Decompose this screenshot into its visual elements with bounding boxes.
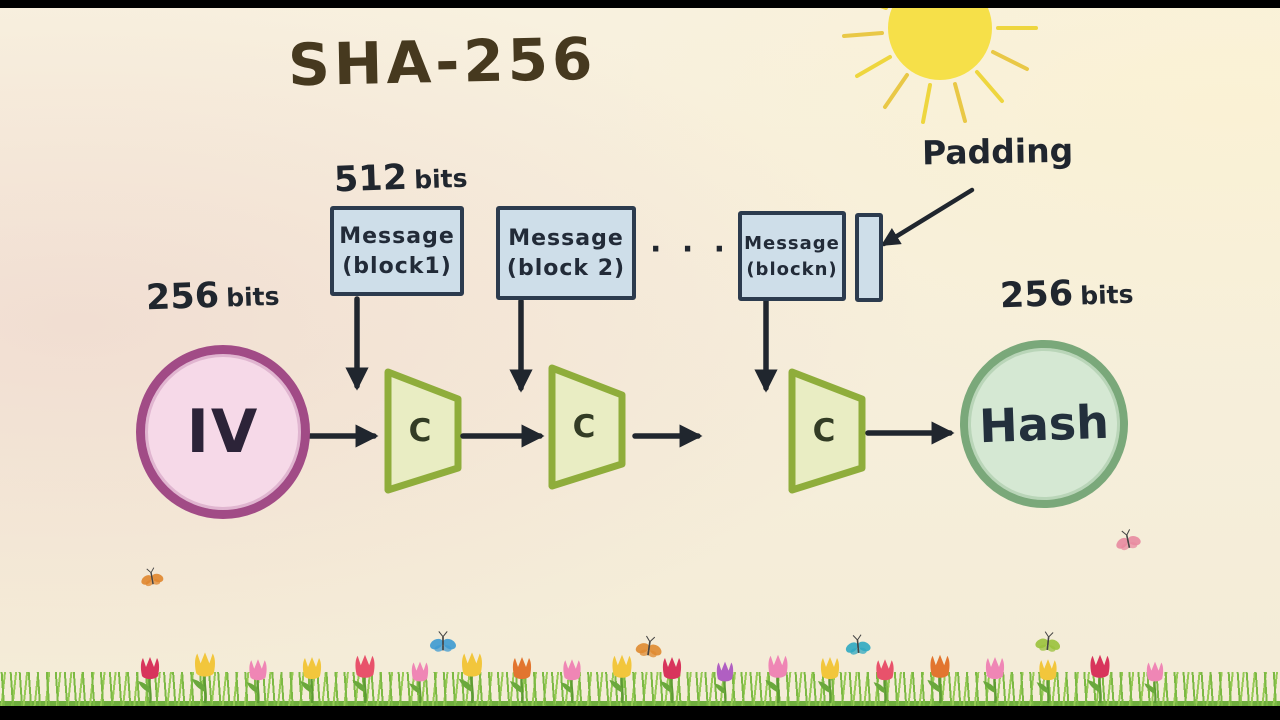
- padding-strip-box: [855, 213, 883, 302]
- tulip-flower-icon: [508, 655, 533, 705]
- input-bits-number: 256: [145, 275, 220, 319]
- tulip-flower-icon: [816, 655, 841, 705]
- tulip-flower-icon: [1035, 658, 1058, 705]
- tulip-flower-icon: [457, 651, 484, 705]
- output-bits-number: 256: [999, 273, 1074, 317]
- arrow-padding-pointer: [880, 187, 975, 247]
- compression-label-1: C: [408, 413, 432, 449]
- letterbox-top: [0, 0, 1280, 8]
- letterbox-bottom: [0, 706, 1280, 720]
- tulip-flower-icon: [298, 655, 323, 705]
- butterfly-icon: [1032, 629, 1064, 655]
- page-title: SHA-256: [287, 24, 598, 100]
- hash-label: Hash: [978, 394, 1110, 454]
- message-block-n-line2: (blockn): [746, 258, 838, 280]
- tulip-flower-icon: [764, 653, 789, 705]
- message-block-2-line2: (block 2): [506, 255, 626, 281]
- tulip-flower-icon: [1086, 653, 1111, 705]
- tulip-flower-icon: [713, 660, 735, 705]
- message-block-n: Message (blockn): [738, 211, 846, 301]
- compression-trapezoid-2: [548, 364, 626, 490]
- butterfly-icon: [1111, 526, 1145, 554]
- block-bits-unit: bits: [413, 163, 468, 195]
- tulip-flower-icon: [190, 651, 217, 705]
- flower-row: [136, 651, 1165, 705]
- message-block-1: Message (block1): [330, 206, 464, 296]
- iv-label: IV: [186, 397, 260, 467]
- tulip-flower-icon: [926, 653, 951, 705]
- grass-strip: [0, 672, 1280, 706]
- butterfly-icon: [137, 565, 167, 590]
- message-block-1-line2: (block1): [342, 253, 452, 279]
- compression-label-2: C: [572, 409, 596, 445]
- tulip-flower-icon: [981, 655, 1006, 705]
- message-block-1-line1: Message: [339, 223, 455, 249]
- iv-node: IV: [136, 345, 310, 519]
- tulip-flower-icon: [245, 658, 268, 705]
- message-block-n-line1: Message: [744, 232, 840, 254]
- message-block-2: Message (block 2): [496, 206, 636, 300]
- compression-trapezoid-3: [788, 368, 866, 494]
- butterfly-icon: [427, 630, 459, 654]
- sun-icon: [842, 0, 1038, 124]
- input-bits-unit: bits: [225, 281, 280, 313]
- butterfly-icon: [842, 633, 874, 658]
- padding-label: Padding: [921, 130, 1074, 173]
- output-bits-unit: bits: [1079, 279, 1134, 311]
- tulip-flower-icon: [872, 658, 895, 705]
- tulip-flower-icon: [1143, 660, 1165, 705]
- tulip-flower-icon: [351, 653, 376, 705]
- butterfly-icon: [632, 633, 667, 661]
- message-block-2-line1: Message: [508, 225, 624, 251]
- tulip-flower-icon: [658, 655, 683, 705]
- tulip-flower-icon: [559, 658, 582, 705]
- tulip-flower-icon: [136, 655, 161, 705]
- block-bits-number: 512: [333, 157, 408, 201]
- compression-label-3: C: [812, 413, 836, 449]
- tulip-flower-icon: [408, 660, 430, 705]
- compression-trapezoid-1: [384, 368, 462, 494]
- tulip-flower-icon: [608, 653, 633, 705]
